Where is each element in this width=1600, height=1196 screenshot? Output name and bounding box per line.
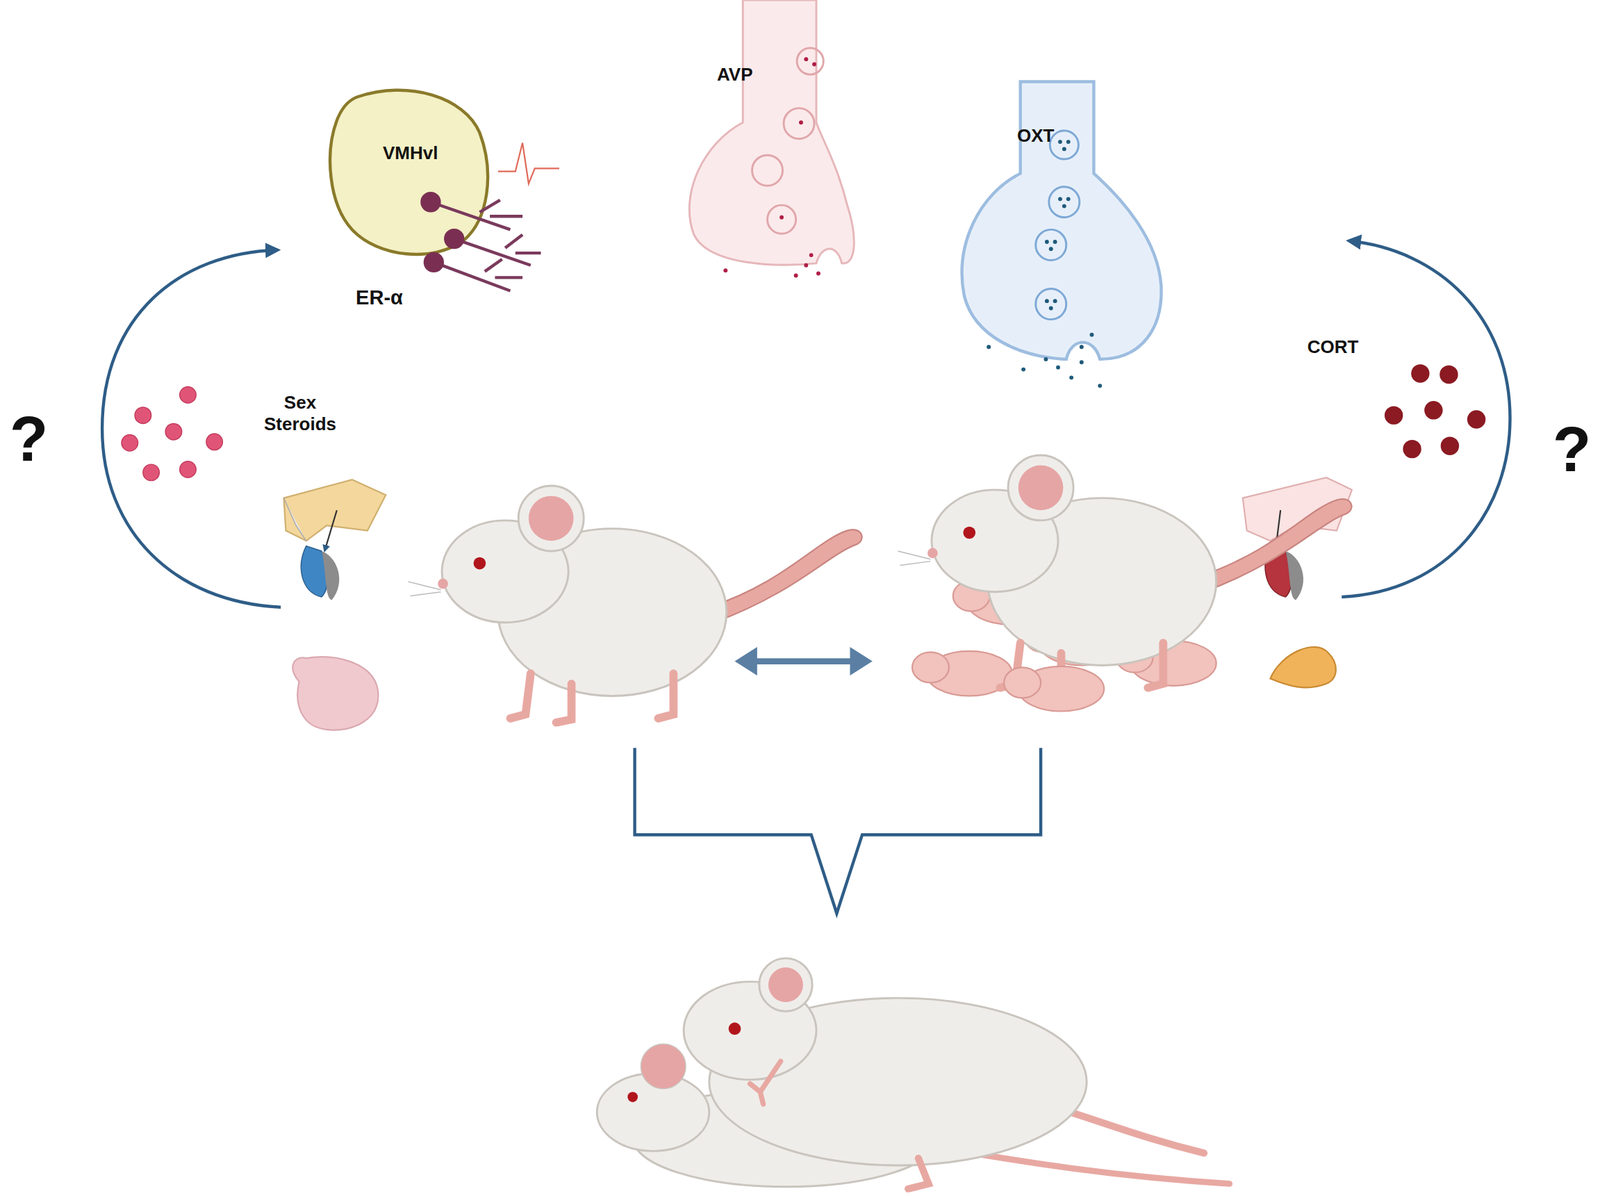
label: CORT: [1297, 336, 1369, 358]
region-label-box: OXT: [1017, 125, 1054, 147]
node-text: OXT: [1017, 125, 1054, 147]
label: Sex Steroids: [254, 391, 346, 435]
region-label-box: AVP: [716, 63, 754, 86]
question-mark: ?: [1546, 411, 1598, 488]
question-mark: ?: [3, 400, 55, 477]
node-text: VMHvl: [382, 142, 438, 164]
region-label-box: VMHvl: [382, 142, 438, 164]
label: ER-α: [333, 285, 426, 310]
node-text: AVP: [716, 63, 754, 86]
